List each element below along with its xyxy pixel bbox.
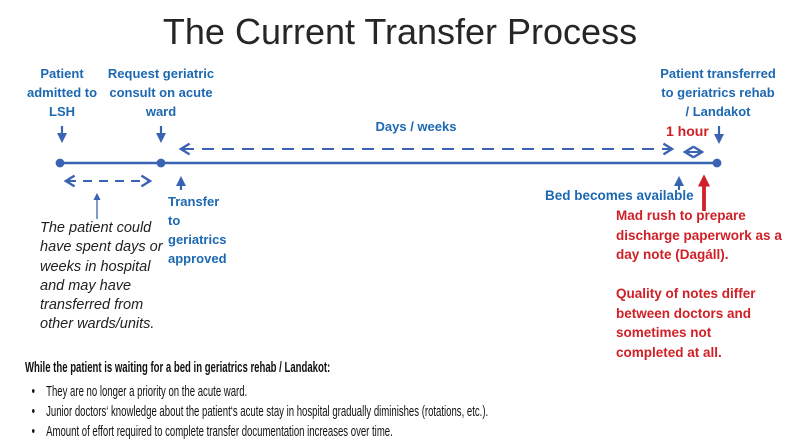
label-bed-available: Bed becomes available: [545, 188, 694, 203]
footer-bullet-1-text: They are no longer a priority on the acu…: [46, 384, 248, 400]
footer-bullet-2: • Junior doctors‘ knowledge about the pa…: [25, 402, 791, 422]
footer-block: While the patient is waiting for a bed i…: [25, 359, 791, 442]
label-patient-admitted: Patient admitted to LSH: [26, 66, 98, 119]
timeline-dot-transferred: [712, 158, 722, 168]
note-patient-history: The patient could have spent days or wee…: [40, 220, 163, 333]
label-request-consult: Request geriatric consult on acute ward: [107, 66, 215, 119]
label-patient-transferred: Patient transferred to geriatrics rehab …: [660, 66, 776, 119]
timeline-dot-admitted: [55, 158, 65, 168]
footer-heading: While the patient is waiting for a bed i…: [25, 360, 331, 376]
footer-bullet-list: • They are no longer a priority on the a…: [25, 382, 791, 442]
footer-bullet-1: • They are no longer a priority on the a…: [25, 382, 791, 402]
label-one-hour: 1 hour: [666, 123, 709, 139]
bullet-icon: •: [31, 384, 35, 400]
bullet-icon: •: [31, 404, 35, 420]
label-days-weeks: Days / weeks: [375, 119, 457, 134]
footer-bullet-3: • Amount of effort required to complete …: [25, 422, 791, 442]
footer-bullet-3-text: Amount of effort required to complete tr…: [46, 424, 393, 440]
bullet-icon: •: [31, 424, 35, 440]
label-transfer-approved: Transfer to geriatrics approved: [168, 194, 227, 266]
note-quality-of-notes: Quality of notes differ between doctors …: [616, 286, 756, 360]
slide-title: The Current Transfer Process: [162, 11, 638, 52]
timeline-dot-request: [156, 158, 166, 168]
note-mad-rush: Mad rush to prepare discharge paperwork …: [616, 208, 782, 262]
footer-bullet-2-text: Junior doctors‘ knowledge about the pati…: [46, 404, 489, 420]
